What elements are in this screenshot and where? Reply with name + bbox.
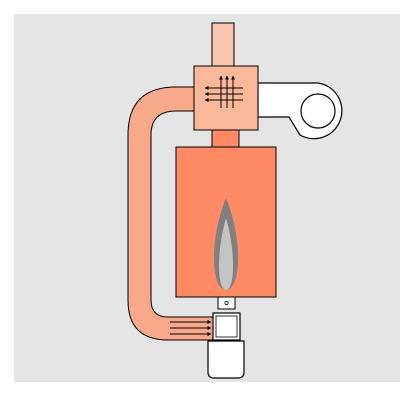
nozzle-orifice	[224, 300, 229, 305]
cross-flow-arrows-icon	[204, 75, 243, 108]
burner-motor	[207, 340, 245, 379]
exhaust-stack	[211, 22, 235, 67]
burner-air-inlet-inner	[215, 315, 238, 338]
heat-exchanger	[193, 65, 259, 131]
flue-connector	[211, 129, 240, 148]
inlet-arrows-icon	[170, 320, 212, 336]
fan-impeller-icon	[300, 93, 336, 129]
flame-core	[219, 218, 233, 290]
air-return-duct	[127, 86, 214, 341]
